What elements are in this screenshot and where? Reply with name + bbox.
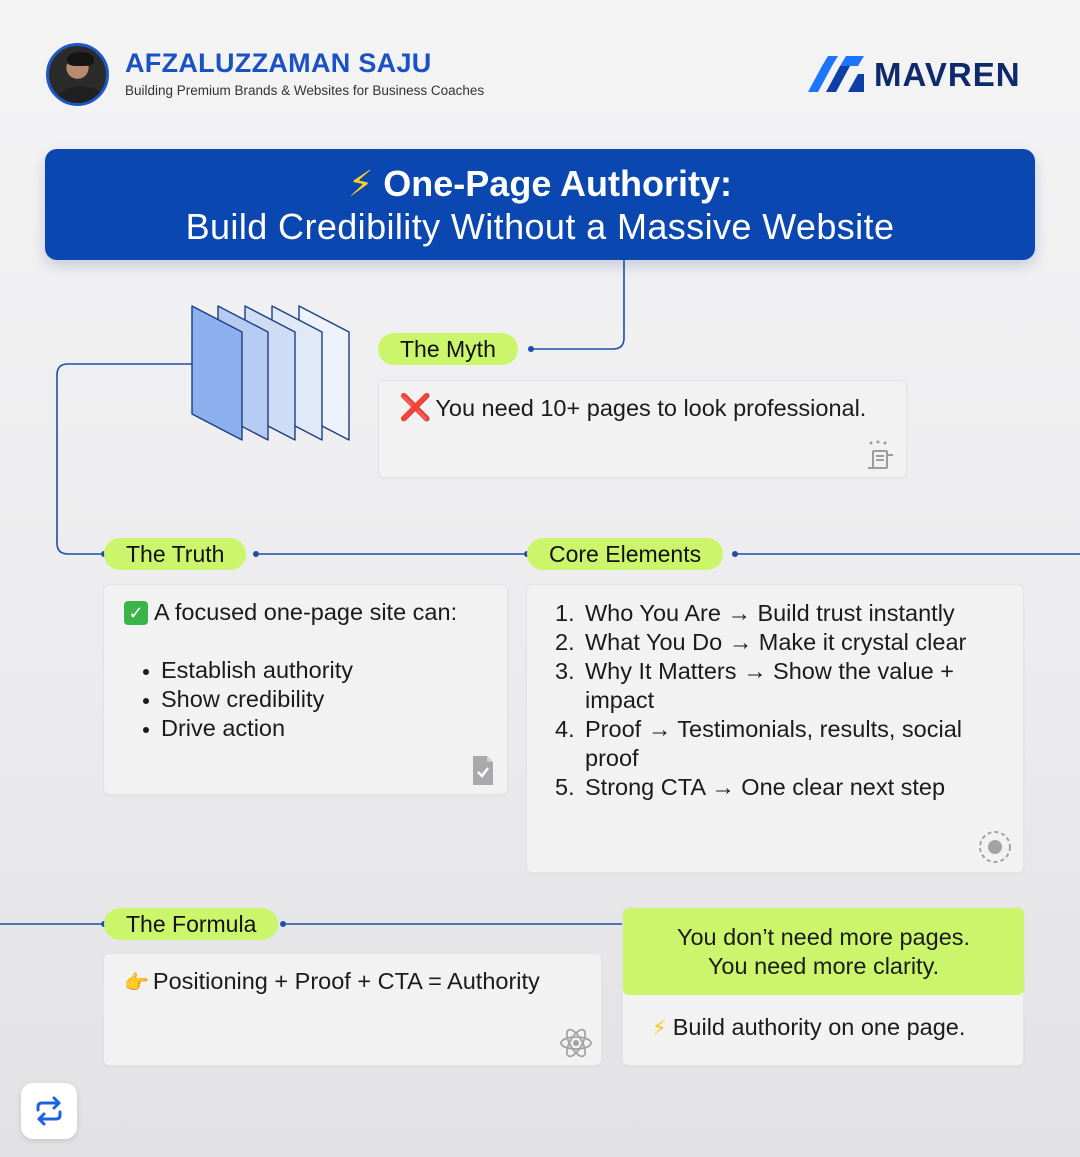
item-text: What You Do → Make it crystal clear bbox=[585, 629, 967, 655]
item-text-cont: proof bbox=[585, 745, 639, 771]
callout-footer-text: Build authority on one page. bbox=[672, 1014, 966, 1040]
title-banner: ⚡One-Page Authority: Build Credibility W… bbox=[45, 149, 1035, 260]
banner-title: One-Page Authority: bbox=[383, 163, 732, 204]
truth-card: ✓A focused one-page site can: Establish … bbox=[103, 584, 508, 795]
callout-footer: ⚡Build authority on one page. bbox=[652, 1014, 965, 1041]
list-item: 3. Why It Matters → Show the value + impac… bbox=[553, 657, 966, 715]
author-avatar bbox=[46, 43, 109, 106]
list-item: 2. What You Do → Make it crystal clear bbox=[553, 628, 966, 657]
check-icon: ✓ bbox=[124, 601, 148, 625]
item-number: 2. bbox=[555, 629, 575, 655]
myth-card: ❌You need 10+ pages to look professional… bbox=[378, 380, 907, 478]
core-label: Core Elements bbox=[527, 538, 724, 570]
formula-label: The Formula bbox=[104, 908, 279, 940]
myth-label: The Myth bbox=[378, 333, 518, 365]
pointing-hand-icon: 👉 bbox=[124, 972, 149, 994]
core-card: 1. Who You Are → Build trust instantly 2.… bbox=[526, 584, 1024, 873]
item-text: Who You Are → Build trust instantly bbox=[585, 600, 955, 626]
item-number: 5. bbox=[555, 774, 575, 800]
author-name: AFZALUZZAMAN SAJU bbox=[125, 48, 432, 78]
item-text: Proof → Testimonials, results, social bbox=[585, 716, 963, 742]
callout-line-1: You don’t need more pages. bbox=[676, 924, 971, 950]
author-tagline: Building Premium Brands & Websites for B… bbox=[125, 83, 485, 98]
callout-line-2: You need more clarity. bbox=[707, 953, 940, 979]
atom-icon bbox=[560, 1028, 592, 1058]
truth-lead-text: A focused one-page site can: bbox=[154, 599, 458, 625]
core-elements-list: 1. Who You Are → Build trust instantly 2.… bbox=[553, 599, 966, 802]
truth-bullets: Establish authority Show credibility Dri… bbox=[137, 656, 353, 743]
banner-subtitle: Build Credibility Without a Massive Webs… bbox=[185, 206, 895, 247]
brand-name: MAVREN bbox=[874, 56, 1021, 93]
list-item: 5. Strong CTA → One clear next step bbox=[553, 773, 966, 802]
list-item: Drive action bbox=[137, 714, 353, 743]
lightning-icon: ⚡ bbox=[652, 1017, 667, 1040]
myth-text: You need 10+ pages to look professional. bbox=[435, 395, 867, 421]
mavren-logo-icon bbox=[808, 56, 864, 92]
formula-card: 👉Positioning + Proof + CTA = Authority bbox=[103, 953, 602, 1066]
formula-statement: 👉Positioning + Proof + CTA = Authority bbox=[124, 968, 540, 995]
formula-text: Positioning + Proof + CTA = Authority bbox=[152, 968, 540, 994]
lightning-icon: ⚡ bbox=[348, 163, 374, 204]
stacked-pages-icon bbox=[191, 305, 350, 441]
item-text-cont: impact bbox=[585, 687, 655, 713]
banner-title-row: ⚡One-Page Authority: bbox=[45, 163, 1035, 205]
list-item: 4. Proof → Testimonials, results, social p… bbox=[553, 715, 966, 773]
list-item: 1. Who You Are → Build trust instantly bbox=[553, 599, 966, 628]
repeat-button[interactable] bbox=[21, 1083, 77, 1139]
truth-label: The Truth bbox=[104, 538, 247, 570]
item-number: 1. bbox=[555, 600, 575, 626]
list-item: Show credibility bbox=[137, 685, 353, 714]
item-number: 4. bbox=[555, 716, 575, 742]
sparkle-document-icon bbox=[868, 440, 893, 469]
item-number: 3. bbox=[555, 658, 575, 684]
item-text: Strong CTA → One clear next step bbox=[585, 774, 946, 800]
list-item: Establish authority bbox=[137, 656, 353, 685]
truth-lead: ✓A focused one-page site can: bbox=[124, 599, 457, 626]
repeat-icon bbox=[36, 1096, 62, 1126]
cross-icon: ❌ bbox=[399, 392, 432, 422]
item-text: Why It Matters → Show the value + bbox=[585, 658, 954, 684]
target-icon bbox=[979, 831, 1011, 863]
callout-highlight: You don’t need more pages. You need more… bbox=[623, 908, 1024, 995]
check-document-icon bbox=[473, 756, 493, 785]
myth-statement: ❌You need 10+ pages to look professional… bbox=[399, 392, 866, 423]
